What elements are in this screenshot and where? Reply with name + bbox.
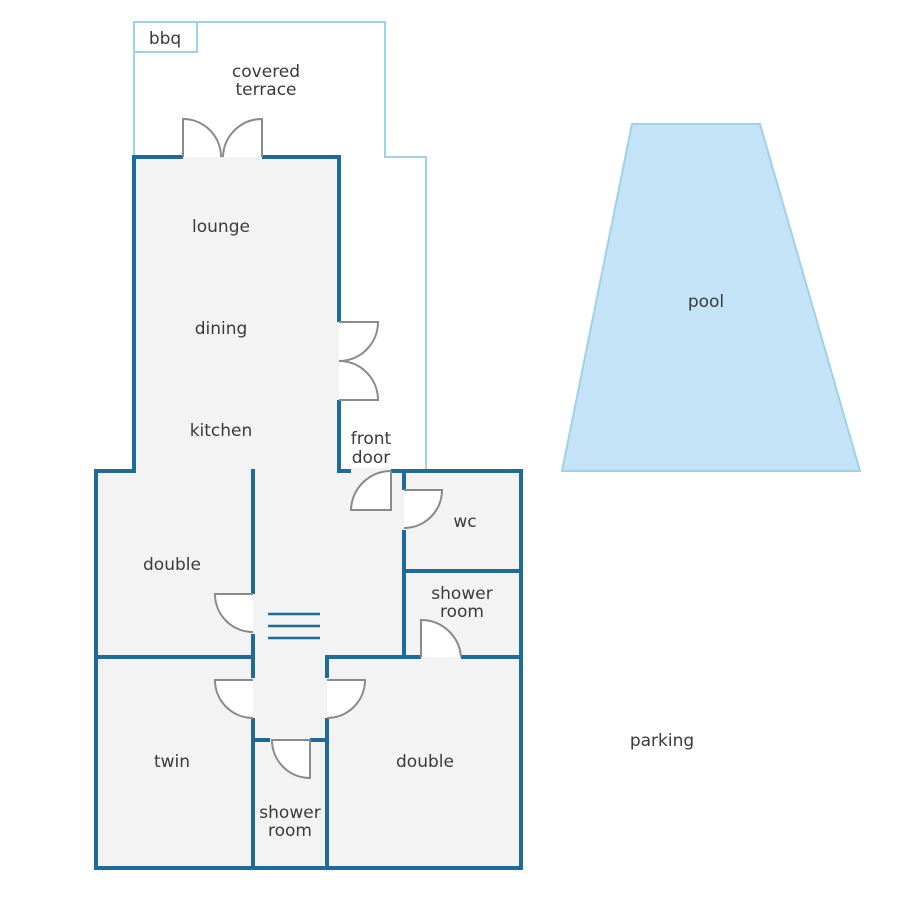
- pool-label: pool: [688, 292, 724, 312]
- kitchen-label: kitchen: [190, 421, 253, 441]
- shower-lower-label-2: room: [268, 821, 312, 841]
- side-door-lower[interactable]: [338, 360, 380, 401]
- hall-floor: [96, 471, 521, 868]
- pool-shape: [560, 123, 862, 472]
- front-door-label-2: door: [352, 448, 391, 468]
- wc-label: wc: [453, 512, 476, 532]
- shower-lower-label-1: shower: [259, 803, 320, 823]
- lounge-label: lounge: [192, 217, 250, 237]
- parking-label: parking: [630, 731, 694, 751]
- terrace-label-2: terrace: [235, 80, 296, 100]
- shower-upper-label-1: shower: [431, 584, 492, 604]
- terrace-door-right[interactable]: [222, 117, 263, 158]
- wc-door[interactable]: [403, 489, 444, 529]
- double-right-door[interactable]: [326, 679, 367, 719]
- shower-upper-door[interactable]: [420, 618, 462, 658]
- double-left-door[interactable]: [213, 593, 254, 633]
- twin-label: twin: [154, 752, 190, 772]
- front-door-label-1: front: [351, 429, 392, 449]
- front-door-swing[interactable]: [349, 470, 392, 511]
- side-door-upper[interactable]: [338, 321, 380, 362]
- double-left-label: double: [143, 555, 201, 575]
- bbq-label: bbq: [149, 29, 181, 49]
- terrace-label-1: covered: [232, 62, 300, 82]
- shower-lower-door[interactable]: [270, 739, 311, 780]
- terrace-door-left[interactable]: [182, 117, 222, 158]
- shower-upper-label-2: room: [440, 602, 484, 622]
- bbq-box: [133, 21, 198, 53]
- twin-door[interactable]: [213, 679, 254, 719]
- dining-label: dining: [195, 319, 248, 339]
- double-right-label: double: [396, 752, 454, 772]
- lounge-floor: [134, 157, 339, 473]
